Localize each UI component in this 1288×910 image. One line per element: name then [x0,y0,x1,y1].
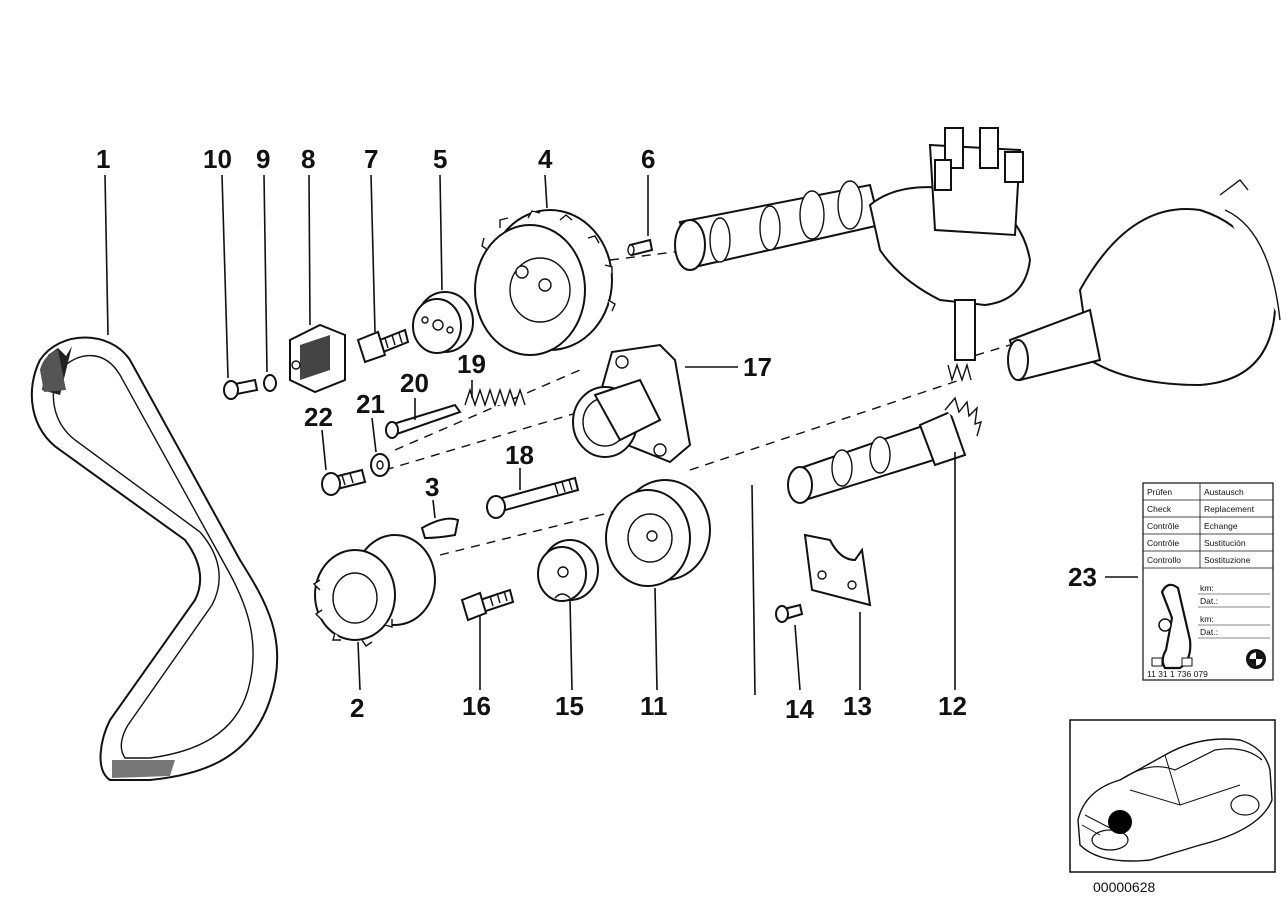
callout-7: 7 [364,144,378,174]
callout-18: 18 [505,440,534,470]
timing-belt [30,336,279,781]
guide-pin [385,403,462,439]
camshaft-flange [412,291,474,354]
callout-3: 3 [425,472,439,502]
card-row-4-right: Sustitución [1204,538,1246,548]
callout-12: 12 [938,691,967,721]
tensioner-spring [464,387,526,408]
engine-location-marker [1108,810,1132,834]
callout-1: 1 [96,144,110,174]
service-label-card: Prüfen Austausch Check Replacement Contr… [1142,482,1274,681]
washer-9 [263,374,277,392]
card-row-1-left: Prüfen [1147,487,1172,497]
callout-2: 2 [350,693,364,723]
stud-bolt [486,476,580,519]
vehicle-location-inset [1069,719,1276,873]
card-row-5-right: Sostituzione [1204,555,1251,565]
callout-5: 5 [433,144,447,174]
callout-13: 13 [843,691,872,721]
card-row-1-right: Austausch [1204,487,1244,497]
diagram-code: 00000628 [1093,879,1156,895]
timing-block [289,323,346,394]
card-date-2: Dat.: [1200,627,1218,637]
card-date-1: Dat.: [1200,596,1218,606]
callout-11: 11 [640,691,668,721]
crankshaft-sprocket [312,534,436,647]
crankshaft [1007,179,1281,387]
card-row-5-left: Controllo [1147,555,1181,565]
camshaft-sprocket [474,209,616,356]
callout-14: 14 [785,694,814,724]
card-row-3-left: Contrôle [1147,521,1179,531]
intermediate-shaft [787,396,983,504]
card-km-2: km: [1200,614,1214,624]
woodruff-key [420,517,460,540]
callout-20: 20 [400,368,429,398]
small-screw [223,378,259,400]
bracket-bolt [321,468,367,496]
callout-15: 15 [555,691,584,721]
card-km-1: km: [1200,583,1214,593]
leader-lines [104,174,1138,696]
callout-8: 8 [301,144,315,174]
callout-23: 23 [1068,562,1097,592]
card-row-2-right: Replacement [1204,504,1255,514]
distributor [868,127,1032,383]
callout-10: 10 [203,144,232,174]
callout-17: 17 [743,352,772,382]
card-row-4-left: Contrôle [1147,538,1179,548]
dowel-pin [627,238,654,257]
callout-numbers: 1 10 9 8 7 5 4 6 17 19 20 21 22 18 3 2 1… [96,144,1097,724]
pulley-bolt [460,588,515,622]
card-part-number: 11 31 1 736 079 [1147,669,1208,679]
callout-19: 19 [457,349,486,379]
callout-21: 21 [356,389,385,419]
sprocket-bolt [356,328,410,364]
washer-21 [370,453,390,477]
callout-22: 22 [304,402,333,432]
card-row-3-right: Echange [1204,521,1238,531]
callout-4: 4 [538,144,553,174]
retaining-plate [803,533,872,607]
tensioner-bracket [572,343,692,464]
card-row-2-left: Check [1147,504,1172,514]
callout-16: 16 [462,691,491,721]
camshaft [674,180,882,271]
callout-6: 6 [641,144,655,174]
eccentric-disc [537,539,599,602]
bmw-roundel-icon [1246,649,1266,669]
plate-screw [775,603,804,623]
callout-9: 9 [256,144,270,174]
tensioner-pulley [605,479,711,587]
